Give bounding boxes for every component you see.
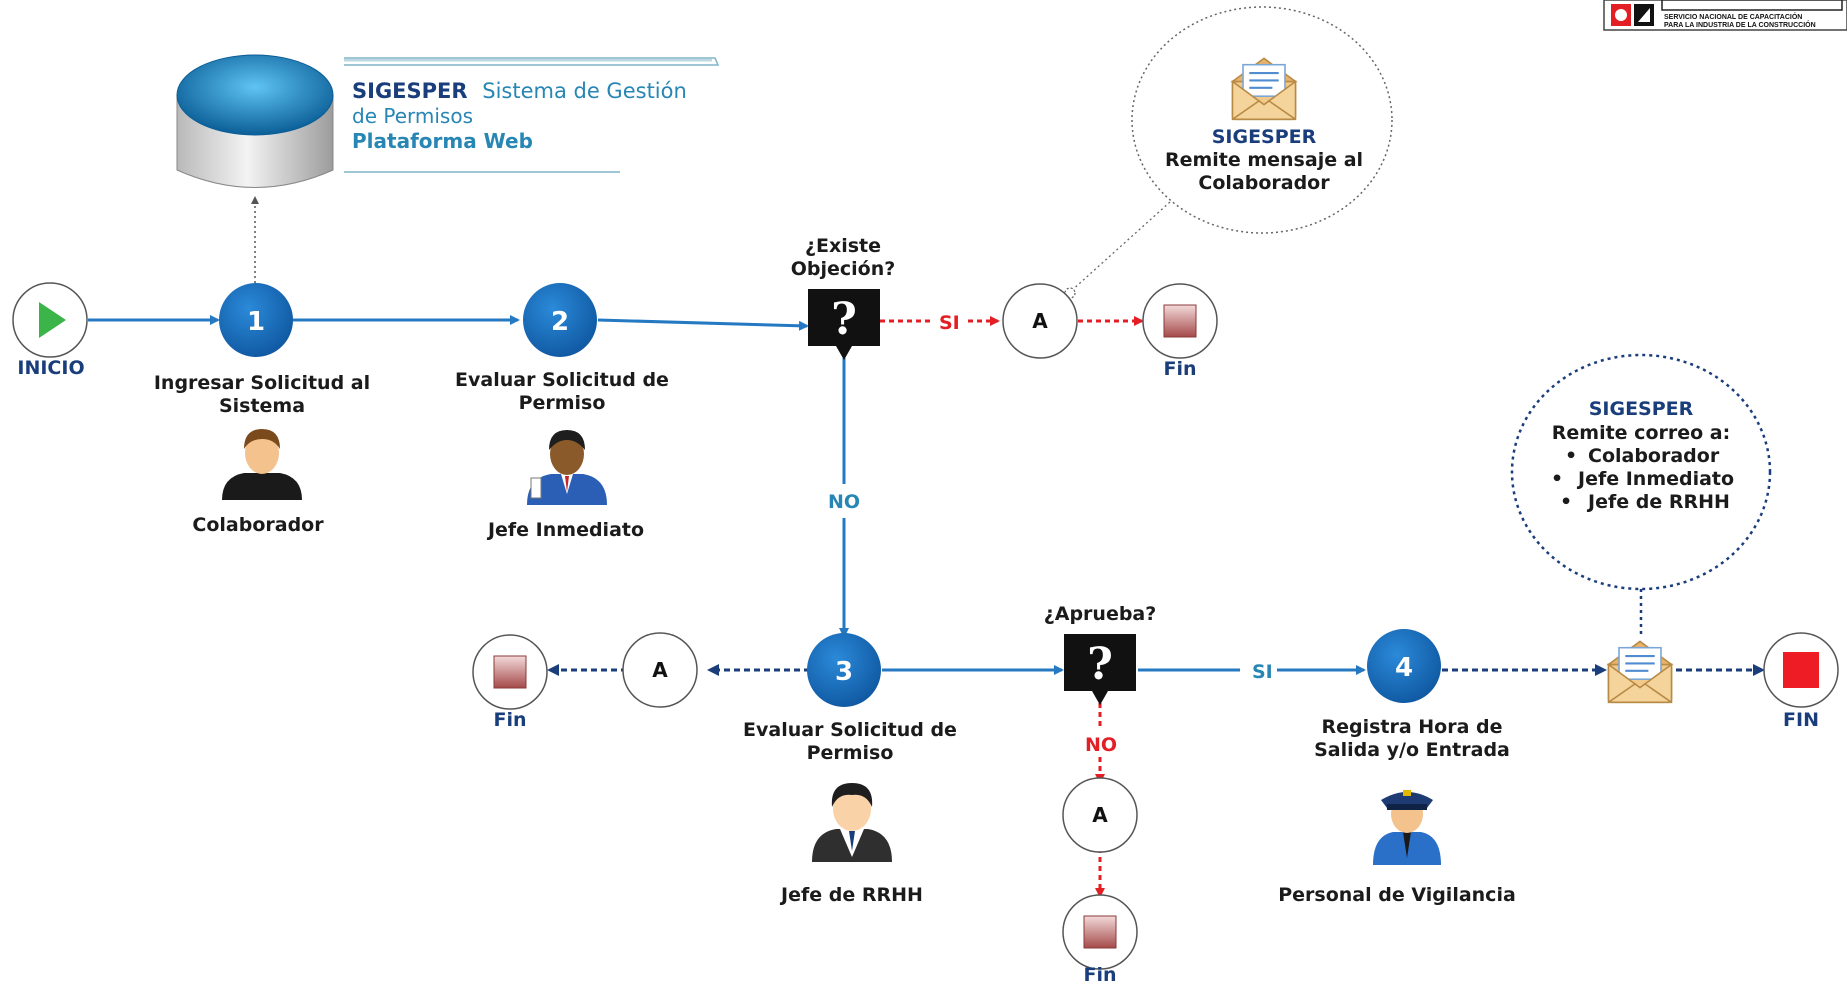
question-icon: ? xyxy=(1087,639,1113,690)
database-icon xyxy=(176,54,334,188)
stop-icon xyxy=(1783,652,1819,688)
logo: SERVICIO NACIONAL DE CAPACITACIÓN PARA L… xyxy=(1603,0,1847,31)
stop-icon xyxy=(493,655,527,689)
step-1-node[interactable]: 1 xyxy=(219,283,293,357)
end-node-1[interactable] xyxy=(1142,283,1218,359)
bubble-email-intro: Remite correo a: xyxy=(1552,422,1730,444)
start-node[interactable] xyxy=(12,282,88,358)
step-2-label-line1: Evaluar Solicitud de xyxy=(455,369,669,391)
step-1-actor: Colaborador xyxy=(192,514,324,536)
start-label: INICIO xyxy=(17,357,84,379)
bubble-email-bullet-1: • xyxy=(1565,445,1577,467)
decision-2-node[interactable]: ? xyxy=(1064,634,1136,705)
step-3-label-line1: Evaluar Solicitud de xyxy=(743,719,957,741)
decision-1-node[interactable]: ? xyxy=(808,289,880,360)
end-node-2[interactable] xyxy=(472,634,548,710)
bubble-email-bullet-3: • xyxy=(1560,491,1572,513)
end-label-2: Fin xyxy=(493,709,526,731)
connector-a3[interactable]: A xyxy=(1062,777,1138,853)
person-icon xyxy=(1373,790,1441,865)
decision-1-line1: ¿Existe xyxy=(805,235,881,257)
stop-icon xyxy=(1083,915,1117,949)
bubble-email-item-2: Jefe Inmediato xyxy=(1576,468,1734,490)
logo-text-line1: SERVICIO NACIONAL DE CAPACITACIÓN xyxy=(1664,12,1802,21)
step-1-number: 1 xyxy=(247,307,265,337)
step-1-label-line2: Sistema xyxy=(219,395,305,417)
step-3-number: 3 xyxy=(835,657,853,687)
bubble-email-item-1: Colaborador xyxy=(1588,445,1720,467)
end-label-final: FIN xyxy=(1783,709,1819,731)
connector-a2[interactable]: A xyxy=(622,632,698,708)
person-icon xyxy=(812,783,892,862)
step-4-label-line2: Salida y/o Entrada xyxy=(1314,739,1510,761)
header-block: SIGESPER Sistema de Gestión de Permisos … xyxy=(344,57,720,173)
header-subtitle: Plataforma Web xyxy=(352,129,533,153)
bubble-message: SIGESPER Remite mensaje al Colaborador xyxy=(1064,6,1393,299)
header-title: SIGESPER Sistema de Gestión xyxy=(352,79,687,103)
bubble-email: SIGESPER Remite correo a: • Colaborador … xyxy=(1510,353,1772,636)
step-4-node[interactable]: 4 xyxy=(1367,629,1441,703)
play-icon xyxy=(39,302,66,338)
connector-a1[interactable]: A xyxy=(1002,283,1078,359)
envelope-icon[interactable] xyxy=(1607,640,1673,704)
end-label-3: Fin xyxy=(1083,964,1116,983)
step-2-node[interactable]: 2 xyxy=(523,283,597,357)
step-3-node[interactable]: 3 xyxy=(807,633,881,707)
edge-label-no-2: NO xyxy=(1085,734,1117,756)
svg-text:A: A xyxy=(1032,309,1048,333)
bubble-email-item-3: Jefe de RRHH xyxy=(1586,491,1730,513)
logo-text-line2: PARA LA INDUSTRIA DE LA CONSTRUCCIÓN xyxy=(1664,20,1816,29)
end-label-1: Fin xyxy=(1163,358,1196,380)
edge-label-si-1: SI xyxy=(939,312,960,334)
end-node-final[interactable] xyxy=(1763,632,1839,708)
step-2-number: 2 xyxy=(551,307,569,337)
end-node-3[interactable] xyxy=(1062,894,1138,970)
edge-label-no-1: NO xyxy=(828,491,860,513)
stop-icon xyxy=(1163,304,1197,338)
decision-2-line1: ¿Aprueba? xyxy=(1044,603,1157,625)
svg-text:A: A xyxy=(652,658,668,682)
edge-label-si-2: SI xyxy=(1252,661,1273,683)
bubble-message-line1: Remite mensaje al xyxy=(1165,149,1363,171)
bubble-message-line2: Colaborador xyxy=(1198,172,1330,194)
bubble-message-title: SIGESPER xyxy=(1212,126,1317,148)
step-4-actor: Personal de Vigilancia xyxy=(1278,884,1516,906)
header-title-line2: de Permisos xyxy=(352,104,473,128)
question-icon: ? xyxy=(831,294,857,345)
person-icon xyxy=(222,429,302,500)
step-3-label-line2: Permiso xyxy=(807,742,894,764)
step-4-label-line1: Registra Hora de xyxy=(1321,716,1502,738)
bubble-email-title: SIGESPER xyxy=(1589,398,1694,420)
svg-text:A: A xyxy=(1092,803,1108,827)
step-3-actor: Jefe de RRHH xyxy=(779,884,923,906)
step-4-number: 4 xyxy=(1395,653,1413,683)
edge-step2-decision1 xyxy=(597,318,809,331)
step-2-actor: Jefe Inmediato xyxy=(486,519,644,541)
person-icon xyxy=(527,430,607,505)
bubble-email-bullet-2: • xyxy=(1551,468,1563,490)
decision-1-line2: Objeción? xyxy=(791,258,896,280)
step-1-label-line1: Ingresar Solicitud al xyxy=(154,372,370,394)
step-2-label-line2: Permiso xyxy=(519,392,606,414)
